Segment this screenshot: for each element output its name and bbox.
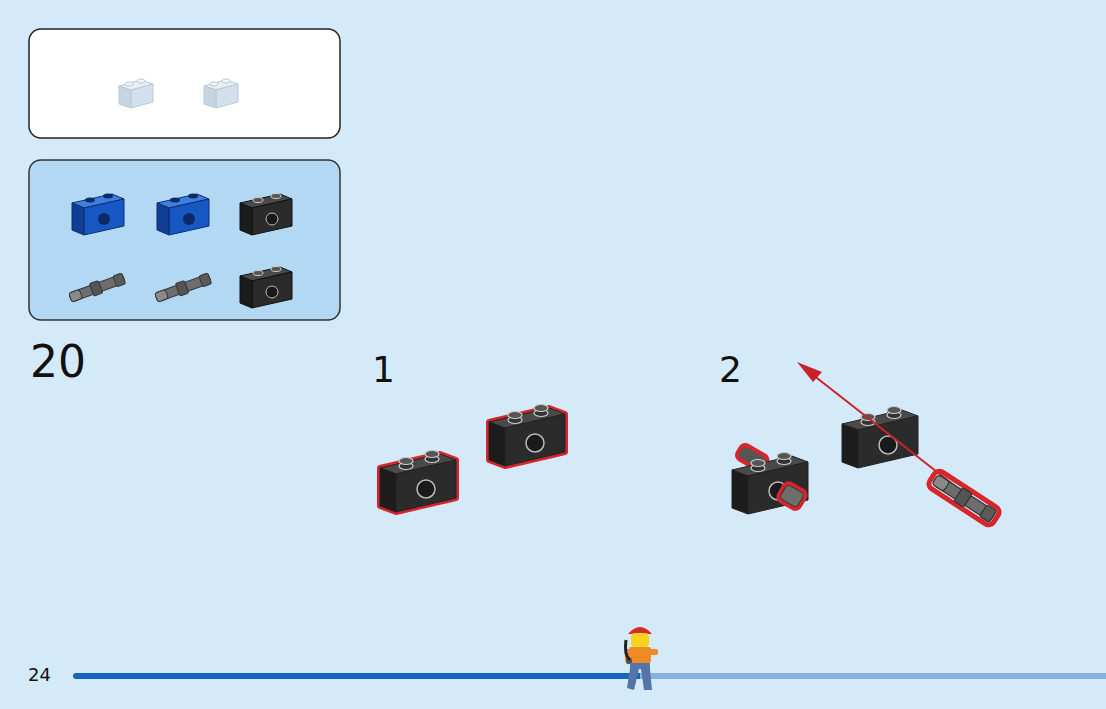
minifigure bbox=[625, 627, 658, 690]
substep-number: 1 bbox=[372, 352, 395, 388]
substep-number: 2 bbox=[719, 352, 742, 388]
progress-bar bbox=[73, 673, 643, 679]
page-number: 24 bbox=[28, 666, 51, 684]
step-number: 20 bbox=[30, 340, 86, 384]
parts-panel bbox=[29, 160, 340, 320]
previous-parts-panel bbox=[29, 29, 340, 138]
insert-arrow bbox=[808, 371, 955, 486]
